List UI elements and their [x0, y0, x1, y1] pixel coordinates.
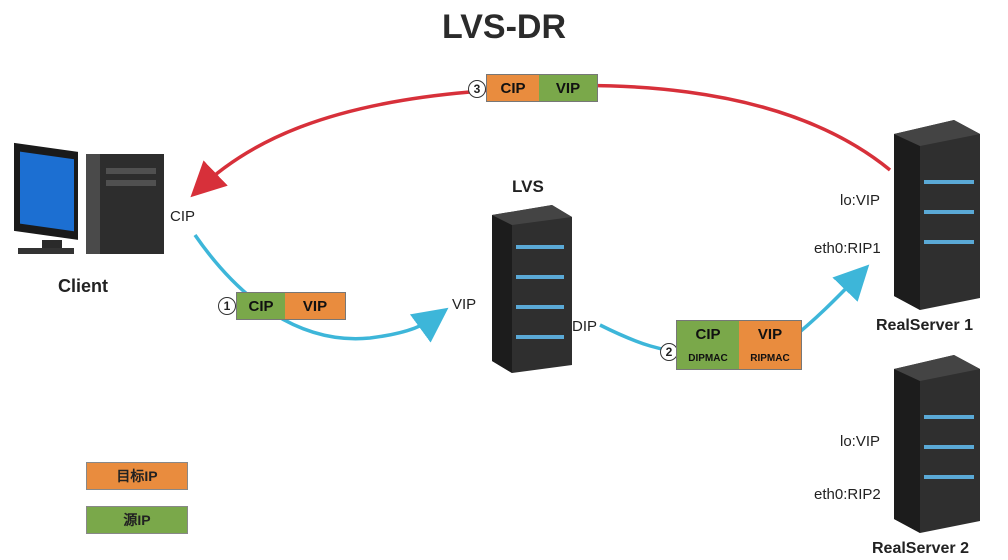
realserver1-label: RealServer 1	[876, 317, 973, 334]
lvs-server-icon	[492, 205, 572, 373]
realserver1-lo-label: lo:VIP	[840, 192, 881, 209]
client-label: Client	[58, 276, 109, 296]
packet-3-dst: VIP	[539, 75, 597, 101]
packet-2-dst: VIP	[739, 321, 801, 347]
realserver2-icon	[894, 355, 980, 533]
packet-1-src: CIP	[237, 293, 285, 319]
lvs-label: LVS	[512, 177, 544, 196]
lvs-vip-label: VIP	[452, 296, 477, 313]
realserver1-eth0-label: eth0:RIP1	[814, 240, 881, 257]
diagram-title: LVS-DR	[441, 8, 567, 46]
step-1-badge: 1	[218, 297, 236, 315]
client-computer-icon	[14, 142, 164, 254]
packet-1-dst: VIP	[285, 293, 345, 319]
legend-source-ip: 源IP	[86, 506, 188, 534]
packet-2-src-mac: DIPMAC	[677, 347, 739, 369]
realserver2-label: RealServer 2	[872, 540, 969, 557]
step-2-badge: 2	[660, 343, 678, 361]
request-arrow-client-lvs	[193, 234, 449, 343]
client-ip-label: CIP	[170, 208, 196, 225]
realserver2-eth0-label: eth0:RIP2	[814, 486, 881, 503]
legend-destination-ip: 目标IP	[86, 462, 188, 490]
packet-3: CIP VIP	[486, 74, 598, 102]
step-3-badge: 3	[468, 80, 486, 98]
packet-2-src: CIP	[677, 321, 739, 347]
packet-2-dst-mac: RIPMAC	[739, 347, 801, 369]
packet-1: CIP VIP	[236, 292, 346, 320]
packet-2: CIP VIP DIPMAC RIPMAC	[676, 320, 802, 370]
realserver1-icon	[894, 120, 980, 310]
realserver2-lo-label: lo:VIP	[840, 433, 881, 450]
lvs-dip-label: DIP	[572, 318, 598, 335]
packet-3-src: CIP	[487, 75, 539, 101]
